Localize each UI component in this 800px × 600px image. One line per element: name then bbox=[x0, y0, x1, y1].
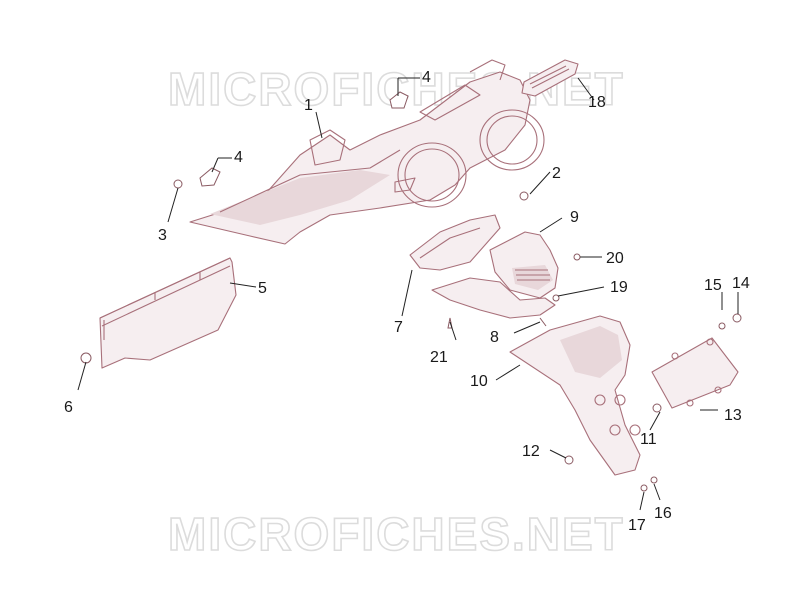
callout-16: 16 bbox=[654, 505, 672, 522]
screw-20-icon bbox=[573, 253, 581, 261]
washer-16-icon bbox=[650, 476, 658, 484]
callout-9: 9 bbox=[570, 209, 579, 226]
callout-14: 14 bbox=[732, 275, 750, 292]
clip-19-icon bbox=[552, 294, 560, 302]
callout-10: 10 bbox=[470, 373, 488, 390]
callout-17: 17 bbox=[628, 517, 646, 534]
callout-8: 8 bbox=[490, 329, 499, 346]
watermark-bottom: MICROFICHES.NET bbox=[168, 508, 625, 560]
nut-11-icon bbox=[652, 403, 662, 413]
callout-2: 2 bbox=[552, 165, 561, 182]
nut-17-icon bbox=[640, 484, 648, 492]
callout-1: 1 bbox=[304, 97, 313, 114]
callout-13: 13 bbox=[724, 407, 742, 424]
screw-2-icon bbox=[519, 191, 529, 201]
callout-11: 11 bbox=[640, 431, 657, 448]
callout-4-lower: 4 bbox=[234, 149, 243, 166]
leader-lines bbox=[77, 77, 739, 511]
nut-6-icon bbox=[80, 352, 92, 364]
callout-20: 20 bbox=[606, 250, 624, 267]
screw-8-icon bbox=[539, 317, 547, 327]
callout-7: 7 bbox=[394, 319, 403, 336]
part-18-plate bbox=[521, 59, 579, 97]
clip-4-lower-icon bbox=[199, 167, 221, 187]
callout-6: 6 bbox=[64, 399, 73, 416]
screw-3-icon bbox=[173, 179, 183, 189]
part-13-plate-holder bbox=[651, 337, 739, 409]
callout-21: 21 bbox=[430, 349, 448, 366]
callout-5: 5 bbox=[258, 280, 267, 297]
part-7-inner-cover bbox=[409, 214, 556, 319]
hardware bbox=[80, 91, 742, 492]
callout-19: 19 bbox=[610, 279, 628, 296]
callout-18: 18 bbox=[588, 94, 606, 111]
callout-4-upper: 4 bbox=[422, 69, 431, 86]
nut-12-icon bbox=[564, 455, 574, 465]
part-5-side-panel bbox=[99, 257, 237, 369]
part-10-rear-hugger bbox=[509, 315, 641, 476]
callout-3: 3 bbox=[158, 227, 167, 244]
callout-12: 12 bbox=[522, 443, 540, 460]
part-1-frame-cover bbox=[189, 59, 545, 245]
callout-labels: 1 2 3 4 4 5 6 7 8 9 10 11 12 13 14 15 16… bbox=[64, 69, 750, 534]
part-9-bracket bbox=[489, 231, 559, 299]
nut-14-icon bbox=[732, 313, 742, 323]
washer-15-icon bbox=[718, 322, 726, 330]
callout-15: 15 bbox=[704, 277, 722, 294]
